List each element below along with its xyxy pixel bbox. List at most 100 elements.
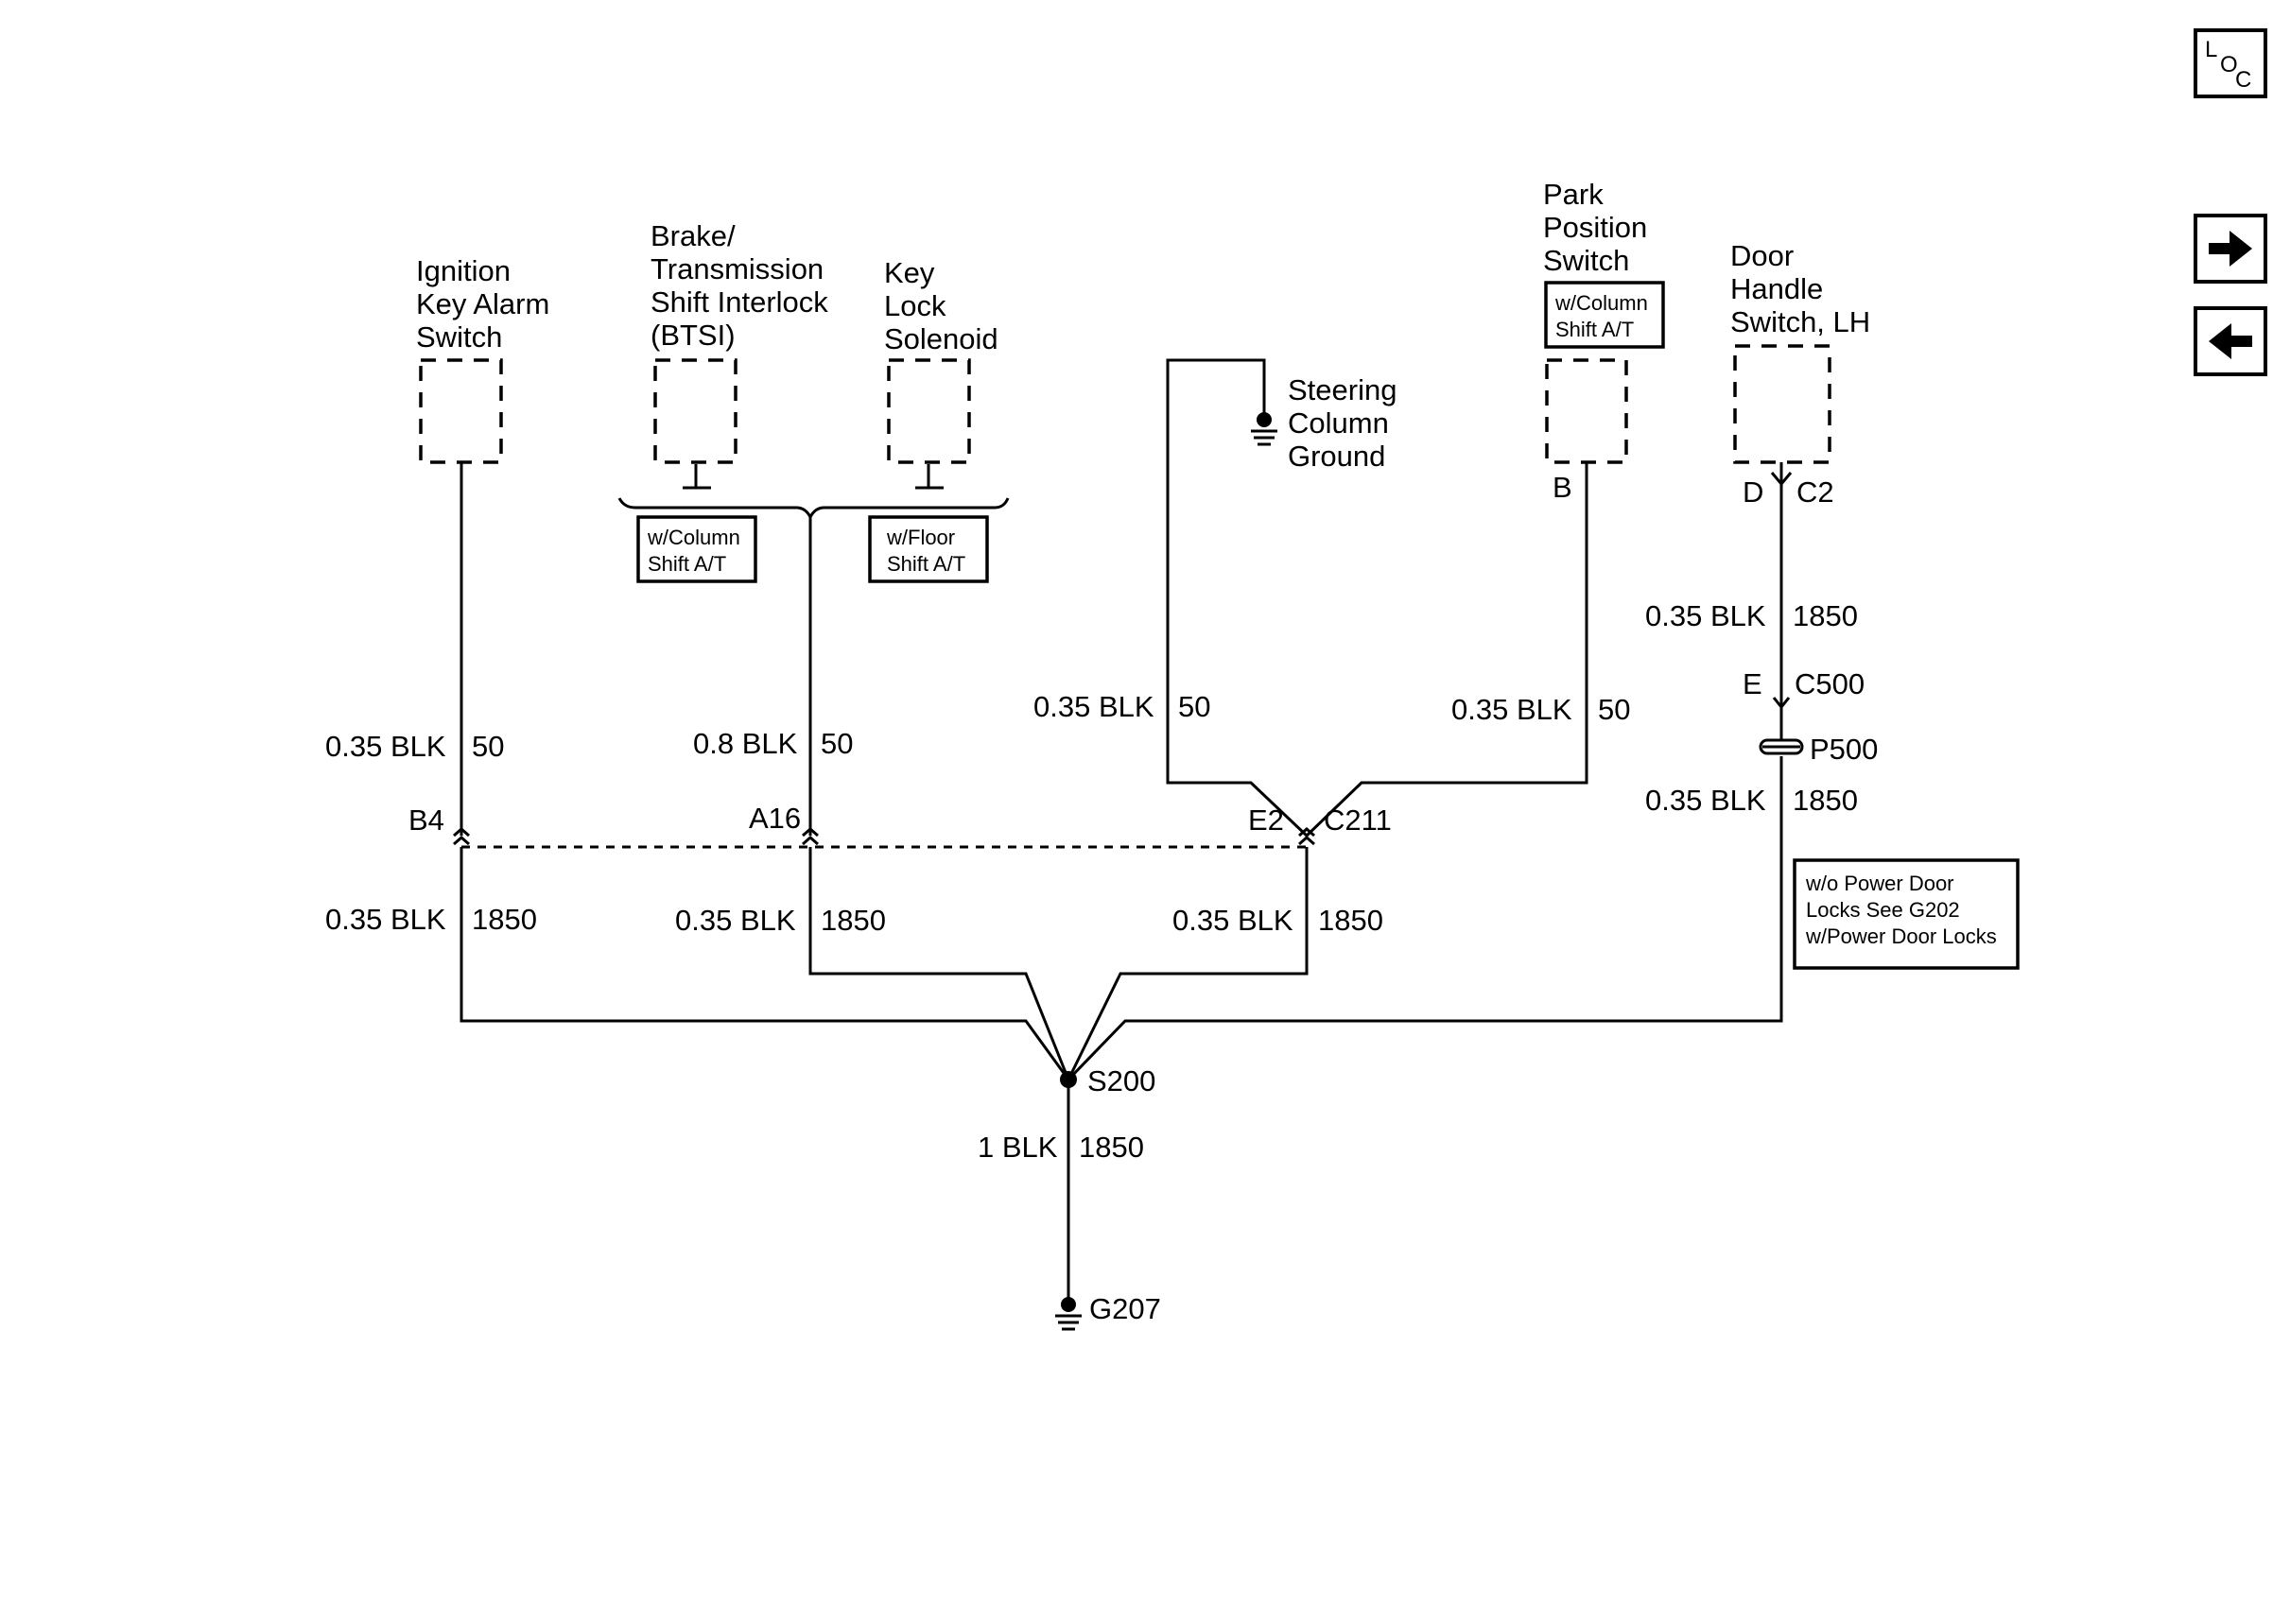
svg-text:Key Alarm: Key Alarm [416, 287, 549, 320]
park-upper-size: 0.35 BLK [1451, 693, 1572, 726]
connector-c211: C211 [1324, 803, 1392, 837]
loc-letter-c: C [2235, 67, 2251, 93]
steer-upper-circuit: 50 [1178, 690, 1210, 723]
steering-ground-wire [1166, 358, 1309, 838]
door-mid-size: 0.35 BLK [1645, 784, 1766, 817]
power-door-note: w/o Power Door Locks See G202 w/Power Do… [1793, 858, 2020, 970]
connector-c500: C500 [1795, 667, 1865, 700]
prev-page-button[interactable] [2194, 306, 2267, 376]
c211-terminal-a16 [802, 827, 819, 846]
connector-p500: P500 [1810, 733, 1878, 766]
door-handle-switch-box [1733, 344, 1831, 464]
c211-lower-size: 0.35 BLK [1172, 904, 1293, 937]
g207-ground-icon [1055, 1297, 1082, 1331]
btsi-label: Brake/ Transmission Shift Interlock (BTS… [651, 219, 828, 352]
ign-lower-circuit: 1850 [472, 903, 537, 936]
door-upper-circuit: 1850 [1793, 599, 1858, 632]
svg-text:Column: Column [1288, 406, 1389, 440]
option-brace [617, 497, 1010, 521]
btsi-upper-circuit: 50 [821, 727, 853, 760]
loc-letter-o: O [2220, 52, 2238, 78]
svg-text:Ground: Ground [1288, 440, 1385, 473]
loc-button[interactable]: L O C [2194, 28, 2267, 98]
svg-text:Solenoid: Solenoid [884, 322, 998, 355]
park-position-switch-box [1545, 358, 1628, 464]
svg-text:Shift A/T: Shift A/T [1555, 318, 1634, 341]
p500-connector-symbol [1759, 738, 1804, 755]
door-handle-switch-lh-label: Door Handle Switch, LH [1730, 239, 1870, 338]
btsi-lower-wire [808, 847, 1070, 1080]
door-pin-d: D [1743, 475, 1763, 509]
btsi-internal-ground-symbol [683, 464, 711, 490]
svg-text:w/Floor: w/Floor [886, 526, 955, 549]
svg-text:w/Column: w/Column [647, 526, 740, 549]
svg-text:Door: Door [1730, 239, 1794, 272]
door-mid-circuit: 1850 [1793, 784, 1858, 817]
btsi-box [653, 358, 737, 464]
svg-text:Switch: Switch [416, 320, 502, 354]
arrow-right-icon [2209, 231, 2252, 267]
svg-text:Position: Position [1543, 211, 1647, 244]
svg-text:Ignition: Ignition [416, 254, 511, 287]
svg-text:Locks See G202: Locks See G202 [1806, 898, 1960, 922]
svg-text:Shift A/T: Shift A/T [648, 552, 726, 576]
pin-b4: B4 [408, 803, 444, 837]
park-position-switch-label: Park Position Switch [1543, 178, 1647, 277]
loc-letter-l: L [2205, 37, 2217, 62]
c211-terminal-b4 [453, 827, 470, 846]
c500-connector-symbol [1772, 697, 1791, 710]
ground-wire-size: 1 BLK [978, 1131, 1058, 1164]
svg-text:Shift Interlock: Shift Interlock [651, 285, 828, 319]
connector-c2: C2 [1796, 475, 1834, 509]
ignition-switch-box [419, 358, 503, 464]
key-lock-solenoid-label: Key Lock Solenoid [884, 256, 998, 355]
door-lower-wire [1067, 756, 1783, 1081]
pin-e: E [1743, 667, 1762, 700]
c211-lower-wire [1067, 847, 1309, 1080]
next-page-button[interactable] [2194, 214, 2267, 284]
svg-text:Lock: Lock [884, 289, 946, 322]
ground-wire-circuit: 1850 [1079, 1131, 1144, 1164]
c211-terminal-e2 [1298, 827, 1315, 846]
c211-lower-circuit: 1850 [1318, 904, 1383, 937]
key-lock-solenoid-box [887, 358, 971, 464]
svg-text:Brake/: Brake/ [651, 219, 736, 252]
column-shift-note: w/Column Shift A/T [636, 515, 757, 583]
svg-text:Switch: Switch [1543, 244, 1629, 277]
ignition-lower-wire [460, 847, 1070, 1080]
btsi-lower-size: 0.35 BLK [675, 904, 796, 937]
ign-upper-size: 0.35 BLK [325, 730, 446, 763]
svg-text:Handle: Handle [1730, 272, 1823, 305]
svg-text:Switch, LH: Switch, LH [1730, 305, 1870, 338]
pin-a16: A16 [749, 802, 801, 835]
ground-g207: G207 [1089, 1292, 1161, 1325]
pin-e2: E2 [1248, 803, 1284, 837]
arrow-left-icon [2209, 323, 2252, 359]
solenoid-internal-ground-symbol [915, 464, 944, 490]
ignition-key-alarm-switch-label: Ignition Key Alarm Switch [416, 254, 549, 354]
door-upper-size: 0.35 BLK [1645, 599, 1766, 632]
svg-text:Park: Park [1543, 178, 1604, 211]
svg-text:w/o Power Door: w/o Power Door [1805, 872, 1954, 895]
park-upper-circuit: 50 [1598, 693, 1630, 726]
park-switch-wire [1305, 462, 1588, 838]
btsi-upper-size: 0.8 BLK [693, 727, 798, 760]
ign-upper-circuit: 50 [472, 730, 504, 763]
c2-connector-symbol [1770, 472, 1793, 487]
svg-text:Shift A/T: Shift A/T [887, 552, 965, 576]
park-pin-b: B [1553, 471, 1572, 504]
btsi-lower-circuit: 1850 [821, 904, 886, 937]
svg-text:w/Column: w/Column [1554, 291, 1648, 315]
svg-text:Transmission: Transmission [651, 252, 824, 285]
steering-column-ground-icon [1251, 412, 1277, 446]
splice-s200: S200 [1087, 1064, 1155, 1097]
svg-text:w/Power Door Locks: w/Power Door Locks [1805, 924, 1997, 948]
park-column-shift-note: w/Column Shift A/T [1544, 281, 1665, 349]
svg-text:(BTSI): (BTSI) [651, 319, 736, 352]
steering-column-ground-label: Steering Column Ground [1288, 373, 1397, 473]
svg-text:Steering: Steering [1288, 373, 1397, 406]
steer-upper-size: 0.35 BLK [1033, 690, 1154, 723]
ign-lower-size: 0.35 BLK [325, 903, 446, 936]
svg-text:Key: Key [884, 256, 935, 289]
